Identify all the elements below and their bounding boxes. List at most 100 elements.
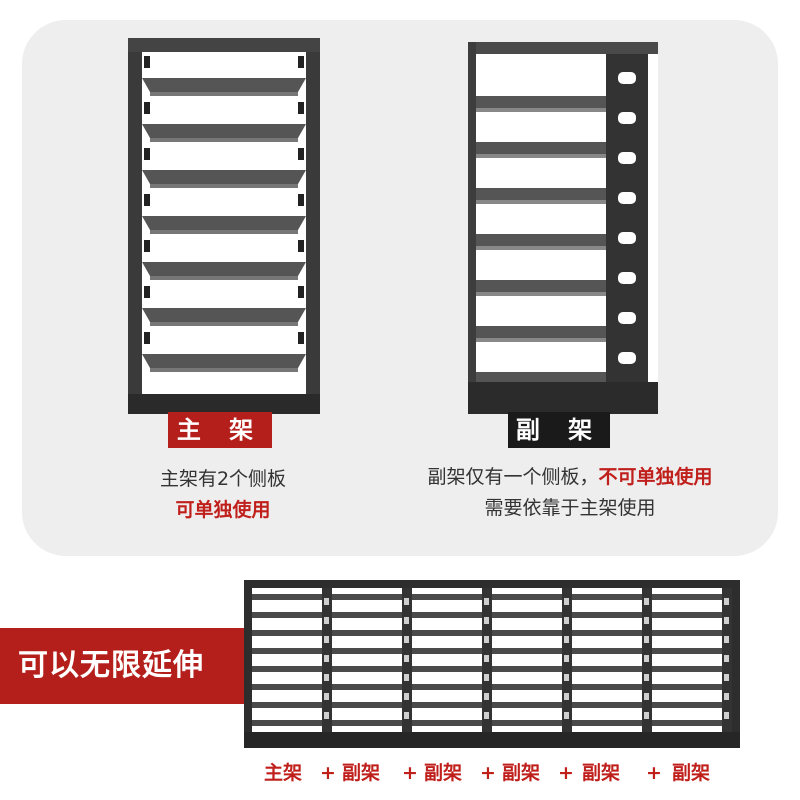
- sub-rack-desc-line2: 需要依靠于主架使用: [484, 497, 656, 519]
- bay-shelf: [252, 594, 322, 600]
- sub-rack-description: 副架仅有一个侧板，不可单独使用 需要依靠于主架使用: [390, 462, 750, 524]
- bay-shelf: [572, 594, 642, 600]
- divider-hole: [724, 712, 729, 719]
- shelf-edge: [150, 184, 298, 188]
- sub-rack-desc-highlight: 不可单独使用: [598, 466, 713, 488]
- divider-hole: [644, 655, 649, 662]
- divider-hole: [564, 655, 569, 662]
- divider-hole: [644, 712, 649, 719]
- divider-hole: [324, 598, 329, 605]
- bay-shelf: [652, 594, 722, 600]
- bay-shelf: [492, 702, 562, 708]
- divider-hole: [644, 617, 649, 624]
- bay-shelf: [492, 630, 562, 636]
- formula-item: 副架: [342, 762, 381, 784]
- divider-hole: [484, 617, 489, 624]
- formula-plus: +: [402, 762, 418, 784]
- formula-item: 主架: [264, 762, 303, 784]
- bay-shelf: [412, 612, 482, 618]
- bay-shelf: [492, 666, 562, 672]
- main-rack-desc-line1: 主架有2个侧板: [159, 468, 287, 490]
- bay-shelf: [332, 684, 402, 690]
- divider-hole: [484, 636, 489, 643]
- side-slot: [144, 102, 150, 114]
- bay-shelf: [492, 684, 562, 690]
- bay-shelf: [572, 648, 642, 654]
- divider-hole: [484, 712, 489, 719]
- sub-rack-tag: 副 架: [508, 412, 610, 448]
- side-hole: [618, 312, 636, 324]
- bay-shelf: [572, 666, 642, 672]
- bay-shelf: [332, 648, 402, 654]
- divider-hole: [644, 636, 649, 643]
- divider-hole: [724, 617, 729, 624]
- bay-shelf: [652, 630, 722, 636]
- bay-shelf: [652, 702, 722, 708]
- side-slot: [298, 56, 304, 68]
- bay-shelf: [652, 666, 722, 672]
- formula-plus: +: [646, 762, 662, 784]
- formula-item: 副架: [582, 762, 621, 784]
- divider-hole: [724, 598, 729, 605]
- divider-hole: [484, 693, 489, 700]
- bay-shelf: [332, 630, 402, 636]
- bay-shelf: [652, 720, 722, 726]
- divider-hole: [324, 712, 329, 719]
- shelf-edge: [150, 92, 298, 96]
- bay-opening: [332, 588, 402, 732]
- divider-hole: [324, 674, 329, 681]
- sub-rack-illustration: [468, 42, 658, 414]
- shelf-board: [142, 262, 306, 276]
- bay-shelf: [572, 702, 642, 708]
- side-slot: [298, 332, 304, 344]
- divider-hole: [324, 617, 329, 624]
- divider-hole: [644, 674, 649, 681]
- formula-item: 副架: [424, 762, 463, 784]
- side-hole: [618, 352, 636, 364]
- divider-hole: [324, 636, 329, 643]
- formula-plus: +: [558, 762, 574, 784]
- divider-hole: [564, 598, 569, 605]
- divider-hole: [404, 693, 409, 700]
- divider-hole: [724, 674, 729, 681]
- divider-hole: [564, 674, 569, 681]
- bay-shelf: [252, 684, 322, 690]
- shelf-edge: [476, 338, 610, 342]
- bay-shelf: [332, 594, 402, 600]
- shelf-edge: [150, 322, 298, 326]
- side-slot: [144, 194, 150, 206]
- bay-shelf: [412, 630, 482, 636]
- bay-shelf: [652, 684, 722, 690]
- bay-shelf: [332, 612, 402, 618]
- side-slot: [298, 240, 304, 252]
- side-hole: [618, 232, 636, 244]
- shelf-board: [476, 372, 610, 384]
- side-hole: [618, 72, 636, 84]
- rack-formula: 主架 + 副架 + 副架 + 副架 + 副架 + 副架: [264, 758, 734, 788]
- divider-hole: [484, 655, 489, 662]
- side-slot: [298, 194, 304, 206]
- side-slot: [144, 148, 150, 160]
- bay-shelf: [252, 720, 322, 726]
- shelf-edge: [476, 154, 610, 158]
- bay-shelf: [412, 702, 482, 708]
- bay-opening: [252, 588, 322, 732]
- divider-hole: [404, 655, 409, 662]
- divider-hole: [404, 636, 409, 643]
- shelf-edge: [476, 108, 610, 112]
- side-hole: [618, 192, 636, 204]
- bay-shelf: [332, 702, 402, 708]
- divider-hole: [564, 617, 569, 624]
- divider-hole: [484, 598, 489, 605]
- shelf-board: [476, 142, 610, 154]
- shelf-board: [142, 308, 306, 322]
- main-rack-tag: 主 架: [168, 412, 272, 448]
- bay-shelf: [252, 702, 322, 708]
- shelf-edge: [150, 276, 298, 280]
- side-slot: [298, 286, 304, 298]
- side-slot: [298, 148, 304, 160]
- bay-shelf: [572, 684, 642, 690]
- divider-hole: [404, 617, 409, 624]
- divider-hole: [564, 712, 569, 719]
- main-rack-illustration: [128, 38, 320, 414]
